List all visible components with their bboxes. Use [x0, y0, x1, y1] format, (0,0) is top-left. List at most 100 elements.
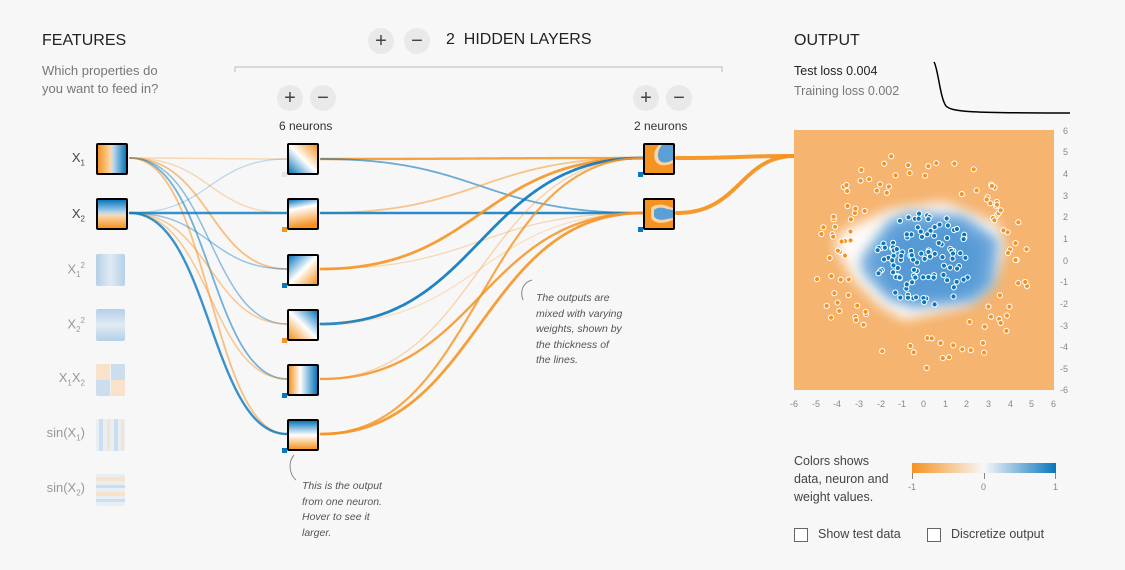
legend-tick-mark-neg: [912, 473, 913, 479]
legend-tick-zero: 0: [981, 482, 987, 492]
neuron-note-arrow: [289, 454, 297, 481]
data-point: [940, 271, 947, 278]
layer1-neuron-1[interactable]: [287, 143, 319, 175]
link-x2-n1[interactable]: [129, 158, 288, 214]
link-n6-m2[interactable]: [319, 211, 645, 436]
layer2-remove-neuron-button[interactable]: −: [666, 85, 692, 111]
link-n2-m1[interactable]: [320, 157, 644, 214]
data-point: [953, 225, 960, 233]
data-point: [877, 181, 884, 188]
layer1-neuron-6[interactable]: [287, 419, 319, 451]
feature-node-sin-x2[interactable]: [96, 474, 125, 506]
data-point: [925, 216, 932, 223]
link-x2-n5[interactable]: [129, 212, 288, 380]
data-point: [946, 354, 953, 361]
layer1-neuron-3[interactable]: [287, 254, 319, 286]
layer1-neuron-2[interactable]: [287, 198, 319, 230]
data-point: [837, 276, 844, 283]
layer1-neuron-5[interactable]: [287, 364, 319, 396]
data-point: [894, 264, 901, 272]
layer1-neuron-3-bias[interactable]: [282, 283, 287, 288]
loss-curve: [933, 61, 1071, 114]
layer1-neuron-6-bias[interactable]: [282, 448, 287, 453]
data-point: [917, 228, 924, 235]
data-point: [914, 224, 921, 231]
data-point: [918, 233, 926, 241]
data-point: [949, 250, 957, 257]
feature-label-sin-x1: sin(X1): [46, 425, 85, 443]
data-point: [1012, 256, 1019, 264]
link-x2-n6[interactable]: [128, 211, 289, 436]
link-x1-n6[interactable]: [129, 157, 288, 435]
data-point: [892, 172, 899, 179]
data-point: [1003, 312, 1010, 319]
data-point: [861, 207, 868, 215]
show-test-data-label[interactable]: Show test data: [818, 527, 901, 541]
data-point: [910, 349, 917, 356]
link-x1-n4[interactable]: [129, 157, 288, 325]
link-n6-m1[interactable]: [319, 156, 645, 436]
data-point: [890, 269, 897, 276]
link-x1-n2[interactable]: [129, 157, 288, 214]
data-point: [957, 250, 964, 257]
show-test-data-checkbox[interactable]: [794, 528, 808, 542]
layer2-neuron-1-bias[interactable]: [638, 172, 643, 177]
layer2-neuron-2-bias[interactable]: [638, 227, 643, 232]
data-point: [834, 247, 842, 254]
feature-node-sin-x1[interactable]: [96, 419, 125, 451]
x-tick-m2: -2: [877, 399, 886, 409]
feature-node-x1[interactable]: [96, 143, 128, 175]
data-point: [925, 274, 932, 281]
x-tick-m1: -1: [898, 399, 907, 409]
remove-layer-button[interactable]: −: [404, 28, 430, 54]
data-point: [828, 273, 835, 280]
y-tick-m6: -6: [1060, 385, 1069, 395]
data-point: [949, 255, 956, 262]
link-n3-m1[interactable]: [319, 156, 645, 271]
color-legend-text: Colors shows data, neuron and weight val…: [794, 454, 889, 504]
link-n5-m1[interactable]: [320, 157, 644, 380]
link-x2-n4[interactable]: [129, 212, 288, 325]
x-tick-4: 4: [1008, 399, 1014, 409]
y-tick-m4: -4: [1060, 342, 1069, 352]
link-x1-n5[interactable]: [129, 157, 288, 380]
data-point: [883, 189, 890, 196]
data-point: [962, 254, 969, 261]
discretize-output-checkbox[interactable]: [927, 528, 941, 542]
link-n4-m2[interactable]: [320, 212, 644, 325]
link-m2-out[interactable]: [675, 154, 797, 215]
feature-node-x2[interactable]: [96, 198, 128, 230]
mix-weights-note: The outputs are mixed with varying weigh…: [536, 292, 623, 366]
layer1-neuron-2-bias[interactable]: [282, 227, 287, 232]
layer2-add-neuron-button[interactable]: +: [633, 85, 659, 111]
layer1-remove-neuron-button[interactable]: −: [310, 85, 336, 111]
discretize-output-label[interactable]: Discretize output: [951, 527, 1045, 541]
output-heatmap[interactable]: [794, 130, 1054, 390]
data-point: [981, 323, 988, 330]
layer1-neuron-4[interactable]: [287, 309, 319, 341]
layer1-neuron-5-bias[interactable]: [282, 393, 287, 398]
data-point: [880, 256, 888, 263]
link-x1-n1[interactable]: [129, 157, 288, 160]
data-point: [905, 162, 912, 169]
y-tick-6: 6: [1063, 126, 1069, 136]
layer1-add-neuron-button[interactable]: +: [277, 85, 303, 111]
data-point: [904, 294, 912, 301]
add-layer-button[interactable]: +: [368, 28, 394, 54]
data-point: [987, 200, 994, 207]
layer1-neuron-4-bias[interactable]: [282, 338, 287, 343]
feature-node-x1x2[interactable]: [96, 364, 125, 396]
data-point: [966, 318, 973, 325]
data-point: [831, 290, 838, 297]
link-x2-n3[interactable]: [129, 212, 288, 270]
layer2-neuron-2[interactable]: [643, 198, 675, 230]
data-point: [983, 196, 990, 203]
data-point: [944, 277, 951, 284]
feature-node-x2-squared[interactable]: [96, 309, 125, 341]
layer2-neuron-1[interactable]: [643, 143, 675, 175]
feature-node-x1-squared[interactable]: [96, 254, 125, 286]
data-point: [896, 274, 903, 281]
link-n4-m1[interactable]: [319, 156, 645, 326]
link-n1-m1[interactable]: [319, 156, 645, 161]
layer1-neuron-1-bias[interactable]: [282, 172, 287, 177]
